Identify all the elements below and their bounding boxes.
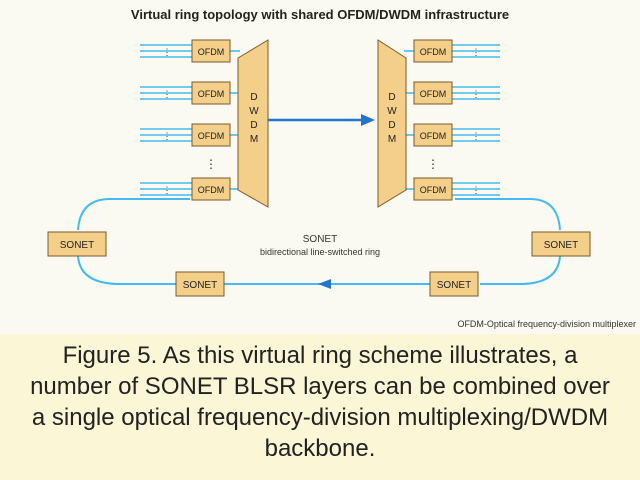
ofdm-label: OFDM <box>198 185 225 195</box>
dwdm-right-label: DWDM <box>387 92 397 145</box>
fiber-lines: ⋮ ⋮ ⋮ ⋮ ⋮ ⋮ ⋮ ⋮ <box>140 44 500 196</box>
ring-topology-diagram: Virtual ring topology with shared OFDM/D… <box>0 0 640 334</box>
ring-label-subtitle: bidirectional line-switched ring <box>260 247 380 257</box>
ring-link-right-bottom <box>480 255 561 285</box>
ring-link-right-top <box>455 198 561 231</box>
dwdm-letter: M <box>250 134 258 145</box>
more-channels-dots: ⋮ <box>163 89 172 99</box>
dwdm-letter: D <box>250 120 257 131</box>
ring-link-left-top <box>77 198 190 231</box>
caption-line: a single optical frequency-division mult… <box>31 404 609 431</box>
ofdm-box-left: OFDM <box>191 39 231 63</box>
dwdm-letter: W <box>249 106 259 117</box>
figure-caption: Figure 5. As this virtual ring scheme il… <box>0 340 640 464</box>
ofdm-label: OFDM <box>198 47 225 57</box>
ofdm-label: OFDM <box>198 131 225 141</box>
sonet-node-left: SONET <box>47 231 107 257</box>
footnote: OFDM-Optical frequency-division multiple… <box>457 319 636 329</box>
caption-line: Figure 5. As this virtual ring scheme il… <box>62 342 578 369</box>
ofdm-box-right: OFDM <box>413 81 453 105</box>
sonet-label: SONET <box>183 280 217 291</box>
ofdm-label: OFDM <box>420 47 447 57</box>
dwdm-letter: D <box>250 92 257 103</box>
dwdm-link-arrowhead <box>361 114 375 126</box>
ofdm-label: OFDM <box>198 89 225 99</box>
ofdm-label: OFDM <box>420 131 447 141</box>
diagram-background <box>0 0 640 334</box>
ofdm-group-right: OFDM OFDM OFDM OFDM ⋮ <box>413 39 453 201</box>
more-channels-dots: ⋮ <box>163 185 172 195</box>
dwdm-mux-right <box>377 39 407 208</box>
ofdm-label: OFDM <box>420 185 447 195</box>
dwdm-letter: D <box>388 120 395 131</box>
dwdm-left-label: DWDM <box>249 92 259 145</box>
ring-label-title: SONET <box>303 234 337 245</box>
ring-direction-arrow <box>318 279 331 289</box>
ofdm-group-left: OFDM OFDM OFDM OFDM ⋮ <box>191 39 231 201</box>
ring-link-left-bottom <box>77 255 178 285</box>
ofdm-label: OFDM <box>420 89 447 99</box>
more-ofdm-dots: ⋮ <box>427 157 439 171</box>
dwdm-letter: W <box>387 106 397 117</box>
ofdm-box-left: OFDM <box>191 177 231 201</box>
more-channels-dots: ⋮ <box>163 131 172 141</box>
dwdm-mux-left <box>237 39 269 208</box>
caption-area <box>0 334 640 480</box>
sonet-node-bottom-right: SONET <box>429 271 479 297</box>
more-ofdm-dots: ⋮ <box>205 157 217 171</box>
more-channels-dots: ⋮ <box>163 47 172 57</box>
sonet-label: SONET <box>437 280 471 291</box>
ofdm-box-right: OFDM <box>413 177 453 201</box>
caption-line: backbone. <box>264 435 376 462</box>
more-channels-dots: ⋮ <box>472 185 481 195</box>
caption-line: number of SONET BLSR layers can be combi… <box>30 373 610 400</box>
sonet-node-right: SONET <box>531 231 591 257</box>
dwdm-letter: D <box>388 92 395 103</box>
sonet-label: SONET <box>544 240 578 251</box>
ofdm-box-left: OFDM <box>191 123 231 147</box>
ofdm-box-right: OFDM <box>413 123 453 147</box>
more-channels-dots: ⋮ <box>472 47 481 57</box>
ofdm-box-right: OFDM <box>413 39 453 63</box>
diagram-title: Virtual ring topology with shared OFDM/D… <box>131 7 509 22</box>
more-channels-dots: ⋮ <box>472 89 481 99</box>
dwdm-letter: M <box>388 134 396 145</box>
sonet-label: SONET <box>60 240 94 251</box>
ofdm-box-left: OFDM <box>191 81 231 105</box>
sonet-node-bottom-left: SONET <box>175 271 225 297</box>
more-channels-dots: ⋮ <box>472 131 481 141</box>
